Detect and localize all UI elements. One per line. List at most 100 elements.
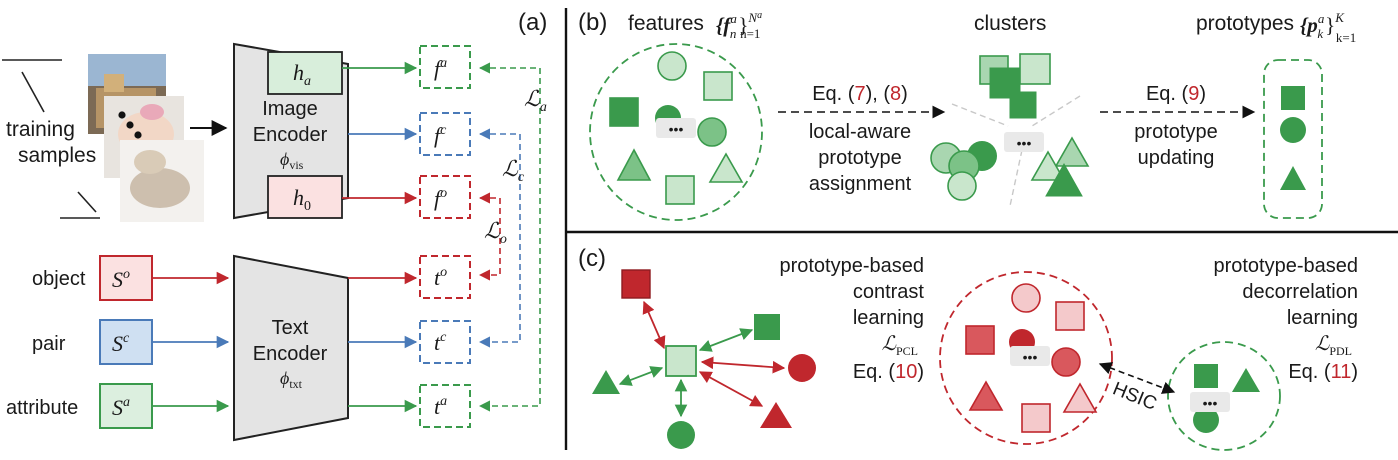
s-c-label: Sc: [112, 331, 130, 356]
f-a-label: fa: [434, 56, 447, 81]
loss-a-label: ℒa: [524, 86, 547, 115]
eq-9-label: Eq. (9): [1146, 83, 1206, 105]
anchor-square: [665, 345, 697, 377]
sample-dots: [118, 111, 142, 139]
panel-b-label: (b): [578, 9, 607, 36]
t-c-label: tc: [434, 330, 447, 355]
feature-circle-light: [657, 51, 687, 81]
attribute-label: attribute: [6, 397, 78, 419]
t-a-box: [419, 384, 471, 428]
f-c-box: [419, 112, 471, 156]
cluster-square-4: [1009, 91, 1037, 119]
cluster-triangle-3: [1045, 162, 1083, 197]
assignment-line1: local-aware: [809, 121, 911, 143]
loss-a-connector: [478, 62, 541, 412]
positive-square: [754, 314, 780, 340]
clusters-ellipsis: •••: [1017, 135, 1032, 151]
negative-circle: [788, 354, 816, 382]
image-encoder-phi: ϕvis: [280, 149, 304, 172]
loss-c-label: ℒc: [502, 156, 525, 185]
pair-label: pair: [32, 333, 66, 355]
decorrelation-green-circle: [1167, 341, 1281, 451]
f-o-box: [419, 175, 471, 219]
text-encoder-line1: Text: [272, 317, 309, 339]
pcl-loss: ℒPCL: [882, 333, 918, 358]
cluster-square-2: [1019, 53, 1051, 85]
loss-c-connector: [478, 128, 521, 348]
prototype-triangle: [1280, 166, 1306, 190]
feature-circle-mid: [697, 117, 727, 147]
assignment-line2: prototype: [818, 147, 901, 169]
features-shapes: •••: [609, 51, 744, 205]
prototypes-box: [1263, 59, 1323, 219]
pdl-loss: ℒPDL: [1315, 333, 1352, 358]
eq-7-8-label: Eq. (7), (8): [812, 83, 908, 105]
text-encoder-phi: ϕtxt: [280, 368, 303, 391]
s-o-box: [99, 255, 153, 301]
feature-square-light-2: [665, 175, 695, 205]
decorrelation-red-ellipsis: •••: [1023, 349, 1038, 365]
panel-c-label: (c): [578, 245, 606, 272]
clusters-title: clusters: [974, 12, 1046, 35]
positive-circle: [667, 421, 695, 449]
f-o-label: fo: [434, 186, 447, 211]
pdl-eq: Eq. (11): [1288, 361, 1358, 383]
s-o-label: So: [112, 267, 130, 292]
feature-square-light: [703, 71, 733, 101]
t-c-box: [419, 320, 471, 364]
positive-triangle: [592, 370, 620, 394]
prototypes-title-word: prototypes: [1196, 12, 1294, 35]
pcl-line2: contrast: [853, 281, 925, 303]
features-cluster-circle: [589, 43, 763, 221]
feature-square-dark: [609, 97, 639, 127]
hsic-arrow: [1098, 362, 1176, 394]
s-c-box: [99, 319, 153, 365]
loss-o-connector: [478, 192, 501, 281]
negative-square: [621, 269, 651, 299]
features-ellipsis: •••: [669, 121, 684, 137]
training-samples-bracket: [2, 59, 100, 219]
contrast-graph: [592, 269, 816, 449]
clusters-ellipsis-bg: [1004, 132, 1044, 152]
updating-line1: prototype: [1134, 121, 1217, 143]
pcl-line3: learning: [853, 307, 924, 329]
feature-triangle-light: [708, 152, 744, 183]
training-samples-line1: training: [6, 118, 75, 141]
features-ellipsis-bg: [656, 118, 696, 138]
updating-line2: updating: [1138, 147, 1215, 169]
pdl-line3: learning: [1287, 307, 1358, 329]
cluster-circle-4: [947, 171, 977, 201]
image-encoder-line2: Encoder: [253, 124, 328, 146]
decorrelation-green-shapes: •••: [1190, 364, 1260, 433]
negative-triangle: [760, 402, 792, 428]
loss-o-label: ℒo: [484, 218, 507, 247]
pdl-line2: decorrelation: [1242, 281, 1358, 303]
h-0-box: [267, 175, 343, 219]
decorrelation-green-ellipsis: •••: [1203, 395, 1218, 411]
decorrelation-red-shapes: •••: [965, 283, 1098, 433]
cluster-triangle-2: [1030, 150, 1066, 181]
feature-triangle-mid: [616, 148, 652, 181]
h-a-box: [267, 51, 343, 95]
h-a-label: ha: [293, 60, 311, 89]
s-a-label: Sa: [112, 395, 130, 420]
decorrelation-red-circle: [939, 271, 1113, 445]
t-o-label: to: [434, 265, 447, 290]
pcl-eq: Eq. (10): [853, 361, 924, 383]
pdl-line1: prototype-based: [1213, 255, 1358, 277]
t-o-box: [419, 255, 471, 299]
f-c-label: fc: [434, 123, 447, 148]
object-label: object: [32, 268, 86, 290]
sample-image-cat: [120, 140, 204, 222]
text-encoder-line2: Encoder: [253, 343, 328, 365]
h-0-label: h0: [293, 185, 311, 214]
pcl-line1: prototype-based: [779, 255, 924, 277]
prototype-circle: [1280, 117, 1306, 143]
training-samples-line2: samples: [18, 144, 96, 167]
